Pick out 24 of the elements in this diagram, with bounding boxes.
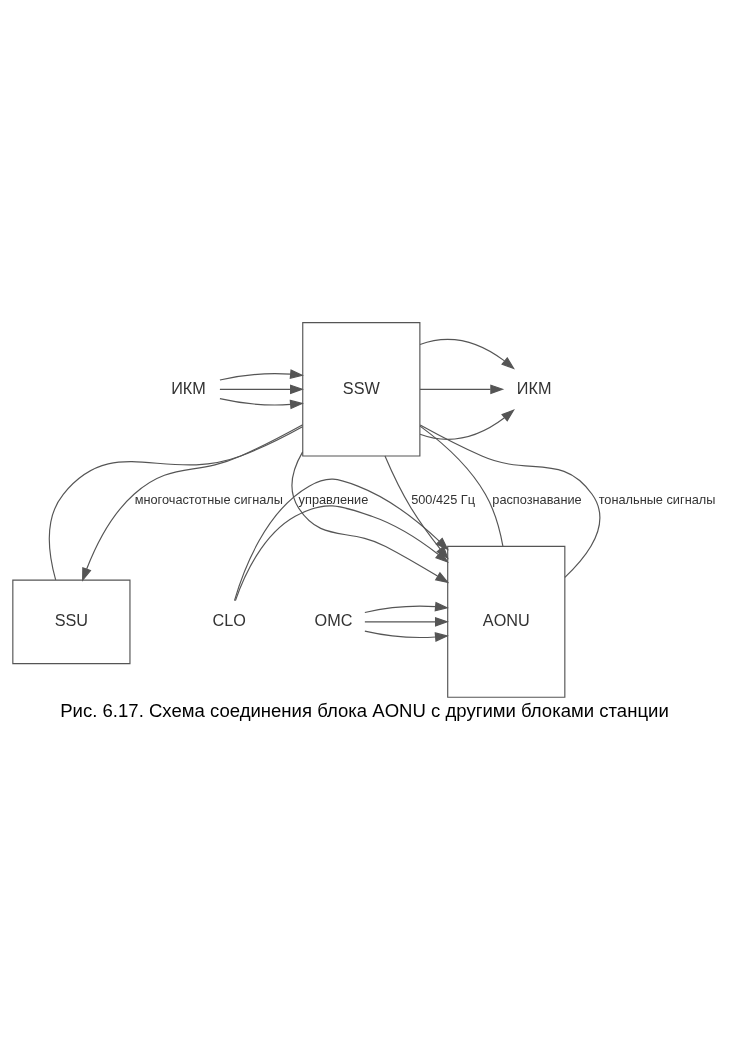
edge-label: управление [298, 492, 369, 508]
connector [419, 424, 601, 578]
arrow [364, 601, 449, 614]
arrow [419, 384, 505, 395]
node-text: OMC [314, 611, 353, 630]
edge-label: 500/425 Гц [411, 492, 475, 508]
arrow [219, 384, 304, 395]
arrow [219, 369, 304, 381]
connector [419, 425, 504, 547]
arrow [419, 409, 515, 440]
node-text: CLO [212, 611, 246, 630]
node-box: SSW [302, 322, 421, 457]
node-text: ИКМ [516, 378, 552, 397]
arrow [364, 616, 449, 627]
node-text: ИКМ [171, 378, 206, 397]
edge-label: многочастотные сигналы [134, 492, 283, 508]
edge-label: распознавание [492, 492, 582, 508]
arrow [219, 398, 304, 410]
arrow [364, 630, 449, 642]
node-box: SSU [12, 579, 131, 665]
edge-label: тональные сигналы [598, 492, 716, 508]
caption: Рис. 6.17. Схема соединения блока AONU с другими блоками станции [60, 699, 669, 721]
node-box: AONU [447, 545, 566, 698]
arrow [419, 338, 515, 370]
